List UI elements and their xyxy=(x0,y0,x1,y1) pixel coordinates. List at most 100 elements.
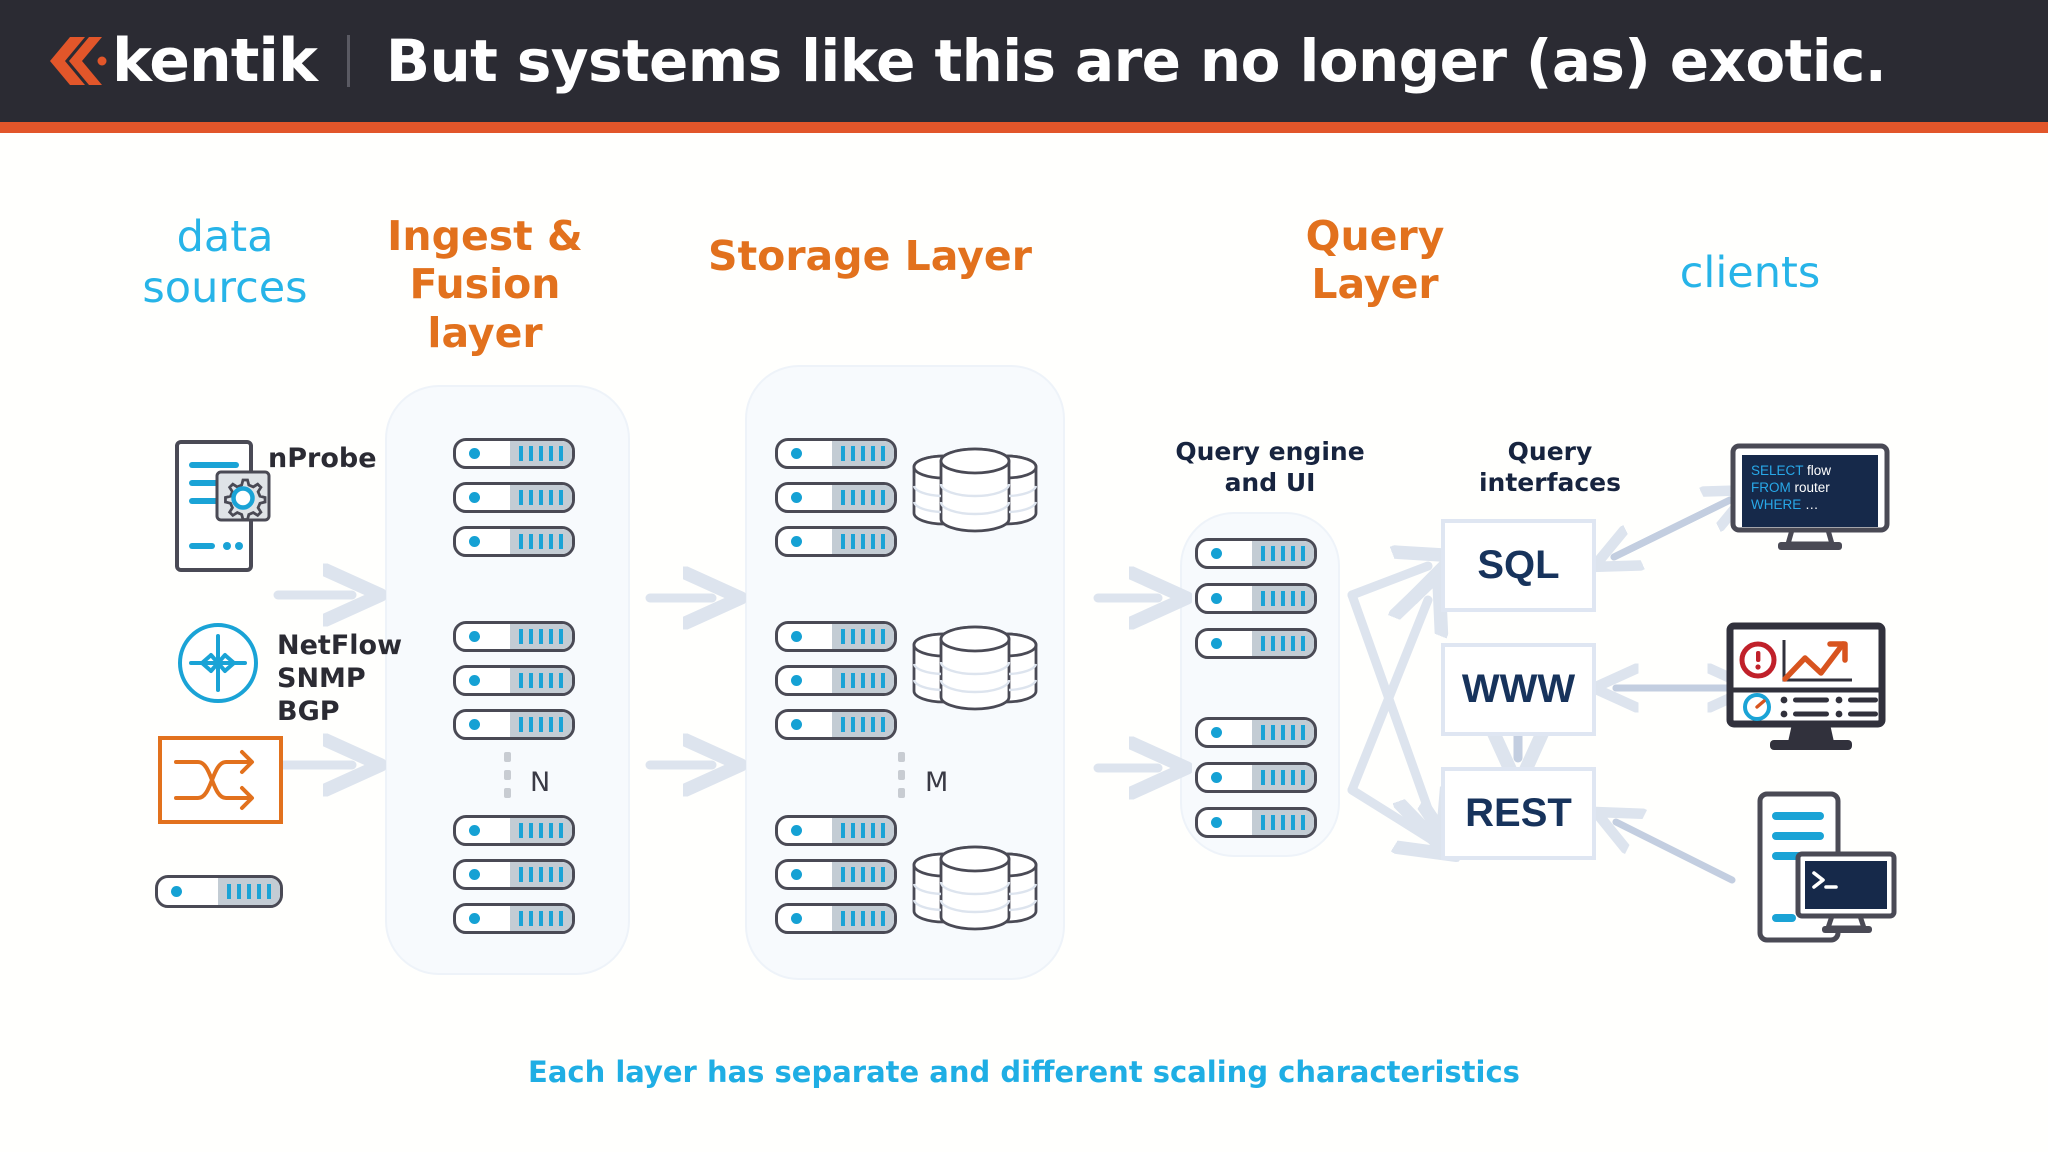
server-led-icon xyxy=(791,675,802,686)
slide-header: kentik But systems like this are no long… xyxy=(0,0,2048,122)
column-heading-clients: clients xyxy=(1679,248,1821,298)
pc-terminal-icon xyxy=(1740,788,1900,948)
server-drive-bay xyxy=(832,529,894,554)
dashboard-monitor-icon xyxy=(1726,622,1896,752)
ingest-scale-label: N xyxy=(530,767,551,798)
query-engine-heading: Query engine and UI xyxy=(1175,437,1365,498)
storage-server xyxy=(775,709,897,740)
server-led-icon xyxy=(791,869,802,880)
sql-query-screen: SELECT flow FROM router WHERE … xyxy=(1742,455,1878,527)
server-led-icon xyxy=(469,825,480,836)
query-interface-rest[interactable]: REST xyxy=(1441,767,1596,860)
sql-operand: … xyxy=(1801,497,1819,512)
sql-operand: router xyxy=(1790,480,1830,495)
server-drive-bay xyxy=(832,712,894,737)
sql-operand: flow xyxy=(1803,463,1832,478)
storage-server xyxy=(775,526,897,557)
ingest-server xyxy=(453,665,575,696)
server-led-icon xyxy=(469,869,480,880)
server-led-icon xyxy=(469,719,480,730)
server-drive-bay xyxy=(832,818,894,843)
server-led-icon xyxy=(791,631,802,642)
brand-logo: kentik xyxy=(44,26,318,96)
storage-server xyxy=(775,438,897,469)
footer-caption: Each layer has separate and different sc… xyxy=(528,1055,1520,1089)
query-engine-server xyxy=(1195,762,1317,793)
server-drive-bay xyxy=(1252,765,1314,790)
ingest-server xyxy=(453,859,575,890)
server-led-icon xyxy=(171,886,182,897)
server-drive-bay xyxy=(510,668,572,693)
ingest-server xyxy=(453,438,575,469)
kentik-chevrons-logo-icon xyxy=(44,34,107,88)
source-label-nprobe: nProbe xyxy=(268,443,377,474)
storage-server xyxy=(775,665,897,696)
server-led-icon xyxy=(1211,593,1222,604)
ingest-server xyxy=(453,621,575,652)
server-drive-bay xyxy=(218,878,280,905)
sql-line-1: SELECT flow xyxy=(1751,462,1878,479)
header-divider xyxy=(346,35,350,87)
column-heading-data-sources: data sources xyxy=(142,212,308,313)
server-led-icon xyxy=(791,492,802,503)
server-led-icon xyxy=(791,913,802,924)
server-drive-bay xyxy=(510,818,572,843)
server-led-icon xyxy=(469,448,480,459)
sql-keyword: FROM xyxy=(1751,480,1791,495)
query-engine-server xyxy=(1195,583,1317,614)
vertical-ellipsis-icon xyxy=(898,752,905,798)
sql-line-3: WHERE … xyxy=(1751,496,1878,513)
server-drive-bay xyxy=(510,712,572,737)
vertical-ellipsis-icon xyxy=(504,752,511,798)
server-drive-bay xyxy=(1252,586,1314,611)
ingest-server xyxy=(453,709,575,740)
router-arrows-icon xyxy=(177,622,259,704)
database-cylinder-cluster-icon xyxy=(910,838,1040,936)
query-interface-www[interactable]: WWW xyxy=(1441,643,1596,736)
storage-server xyxy=(775,815,897,846)
server-led-icon xyxy=(469,631,480,642)
server-led-icon xyxy=(1211,817,1222,828)
server-drive-bay xyxy=(1252,720,1314,745)
query-interface-sql[interactable]: SQL xyxy=(1441,519,1596,612)
ingest-server xyxy=(453,903,575,934)
server-drive-bay xyxy=(510,441,572,466)
storage-scale-label: M xyxy=(925,767,949,798)
query-interfaces-heading: Query interfaces xyxy=(1478,437,1621,498)
server-led-icon xyxy=(469,536,480,547)
storage-server xyxy=(775,859,897,890)
server-led-icon xyxy=(1211,727,1222,738)
server-drive-bay xyxy=(510,485,572,510)
server-led-icon xyxy=(791,448,802,459)
server-drive-bay xyxy=(1252,631,1314,656)
brand-name: kentik xyxy=(112,26,318,96)
server-drive-bay xyxy=(510,529,572,554)
ingest-server xyxy=(453,526,575,557)
column-heading-query: Query Layer xyxy=(1305,212,1445,309)
server-drive-bay xyxy=(510,906,572,931)
switch-icon xyxy=(158,736,283,824)
server-drive-bay xyxy=(1252,541,1314,566)
server-drive-bay xyxy=(832,441,894,466)
server-drive-bay xyxy=(832,862,894,887)
server-drive-bay xyxy=(510,624,572,649)
storage-server xyxy=(775,903,897,934)
server-drive-bay xyxy=(832,485,894,510)
server-drive-bay xyxy=(1252,810,1314,835)
server-led-icon xyxy=(791,825,802,836)
server-led-icon xyxy=(469,913,480,924)
sql-line-2: FROM router xyxy=(1751,479,1878,496)
server-led-icon xyxy=(469,492,480,503)
server-led-icon xyxy=(1211,548,1222,559)
server-led-icon xyxy=(469,675,480,686)
page-title: But systems like this are no longer (as)… xyxy=(385,27,1887,95)
server-led-icon xyxy=(1211,772,1222,783)
ingest-server xyxy=(453,482,575,513)
server-drive-bay xyxy=(832,668,894,693)
database-cylinder-cluster-icon xyxy=(910,618,1040,716)
source-server-unit xyxy=(155,875,283,908)
ingest-server xyxy=(453,815,575,846)
query-engine-server xyxy=(1195,807,1317,838)
server-drive-bay xyxy=(832,624,894,649)
